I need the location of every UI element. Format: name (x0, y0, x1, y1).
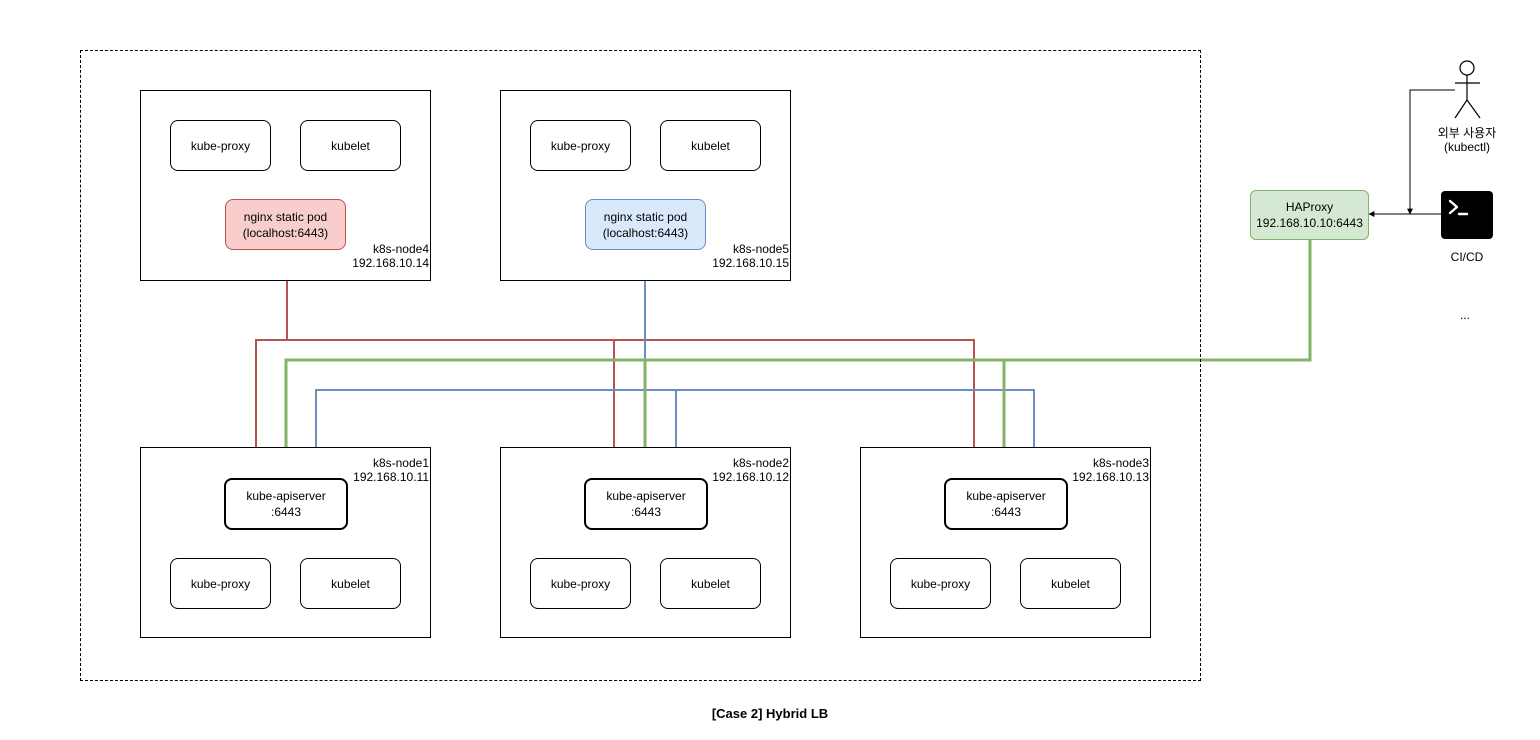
node2-name: k8s-node2 (732, 456, 789, 470)
node3-api-port: :6443 (990, 505, 1022, 519)
node3-name: k8s-node3 (1092, 456, 1149, 470)
node5-nginx-static-pod: nginx static pod (localhost:6443) (585, 199, 706, 250)
node4-pod-title: nginx static pod (243, 209, 328, 224)
haproxy-addr: 192.168.10.10:6443 (1256, 216, 1363, 230)
node2-api-port: :6443 (630, 505, 662, 519)
node3-kube-proxy: kube-proxy (890, 558, 991, 609)
haproxy-title: HAProxy (1285, 200, 1334, 214)
node1-label: k8s-node1 192.168.10.11 (353, 456, 429, 484)
node4-kube-proxy: kube-proxy (170, 120, 271, 171)
node4-kubelet: kubelet (300, 120, 401, 171)
node5-pod-addr: (localhost:6443) (602, 225, 689, 240)
node2-kube-proxy: kube-proxy (530, 558, 631, 609)
external-user-name: 외부 사용자 (1437, 126, 1497, 140)
node2-kubelet: kubelet (660, 558, 761, 609)
connector-user-to-haproxy (1407, 89, 1455, 215)
node1-kube-proxy-label: kube-proxy (190, 576, 251, 591)
node5-kubelet: kubelet (660, 120, 761, 171)
node4-name: k8s-node4 (372, 242, 429, 256)
connector-green-to-node1 (283, 240, 1312, 478)
node4-pod-addr: (localhost:6443) (242, 225, 329, 240)
node4-kube-proxy-label: kube-proxy (190, 138, 251, 153)
node3-kube-proxy-label: kube-proxy (910, 576, 971, 591)
node5-pod-title: nginx static pod (603, 209, 688, 224)
node4-kubelet-label: kubelet (331, 138, 370, 153)
node5-ip: 192.168.10.15 (712, 256, 789, 270)
node4-nginx-static-pod: nginx static pod (localhost:6443) (225, 199, 346, 250)
node1-api-title: kube-apiserver (246, 489, 326, 503)
node2-kube-apiserver: kube-apiserver :6443 (584, 478, 708, 530)
haproxy-box: HAProxy 192.168.10.10:6443 (1250, 190, 1369, 240)
node4-label: k8s-node4 192.168.10.14 (352, 242, 429, 270)
connector-red-to-node3 (614, 339, 977, 478)
node1-ip: 192.168.10.11 (353, 470, 429, 484)
node3-api-title: kube-apiserver (966, 489, 1046, 503)
external-user-label: 외부 사용자 (kubectl) (1407, 126, 1527, 154)
node2-label: k8s-node2 192.168.10.12 (712, 456, 789, 484)
node5-kube-proxy-label: kube-proxy (550, 138, 611, 153)
node4-ip: 192.168.10.14 (352, 256, 429, 270)
node5-kube-proxy: kube-proxy (530, 120, 631, 171)
connector-red-to-node1 (253, 250, 288, 478)
more-ellipsis: ... (1459, 308, 1470, 322)
node5-name: k8s-node5 (732, 242, 789, 256)
node3-kube-apiserver: kube-apiserver :6443 (944, 478, 1068, 530)
node2-api-title: kube-apiserver (606, 489, 686, 503)
node3-kubelet: kubelet (1020, 558, 1121, 609)
node5-kubelet-label: kubelet (691, 138, 730, 153)
external-user-sub: (kubectl) (1443, 140, 1490, 154)
node1-kubelet: kubelet (300, 558, 401, 609)
cicd-label: CI/CD (1450, 250, 1484, 264)
diagram-caption: [Case 2] Hybrid LB (711, 706, 829, 721)
node3-kubelet-label: kubelet (1051, 576, 1090, 591)
node1-kubelet-label: kubelet (331, 576, 370, 591)
node1-name: k8s-node1 (372, 456, 429, 470)
cluster-boundary (80, 50, 1201, 681)
node5-label: k8s-node5 192.168.10.15 (712, 242, 789, 270)
node2-kube-proxy-label: kube-proxy (550, 576, 611, 591)
node3-label: k8s-node3 192.168.10.13 (1072, 456, 1149, 484)
node3-ip: 192.168.10.13 (1072, 470, 1149, 484)
node2-kubelet-label: kubelet (691, 576, 730, 591)
node1-api-port: :6443 (270, 505, 302, 519)
node1-kube-proxy: kube-proxy (170, 558, 271, 609)
node2-ip: 192.168.10.12 (712, 470, 789, 484)
node1-kube-apiserver: kube-apiserver :6443 (224, 478, 348, 530)
